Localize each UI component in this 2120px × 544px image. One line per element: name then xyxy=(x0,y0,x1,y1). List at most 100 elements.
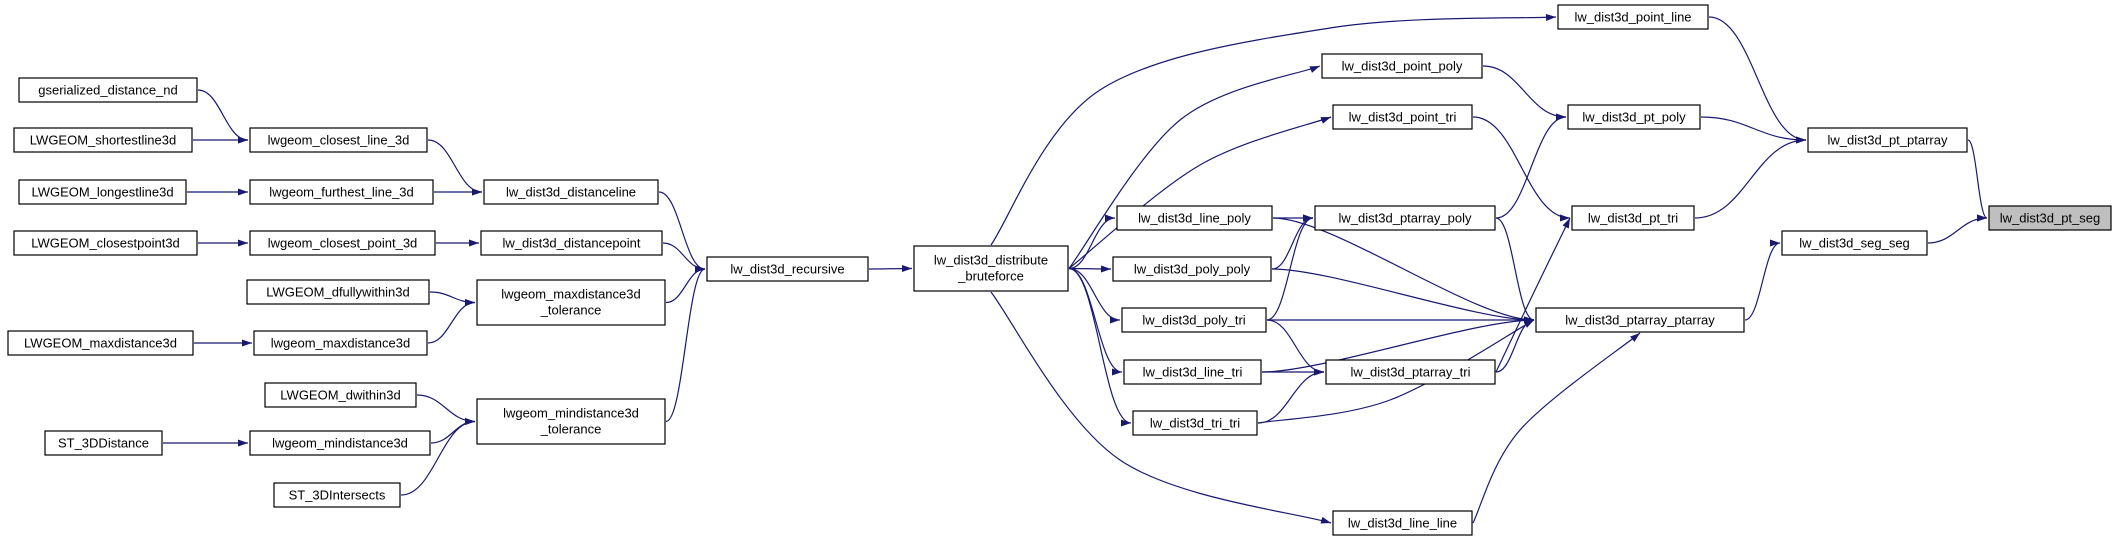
edge-lw_dist3d_distribute_bruteforce--lw_dist3d_line_line xyxy=(990,291,1332,524)
node-box[interactable] xyxy=(913,245,1069,292)
node-lw_dist3d_pt_seg: lw_dist3d_pt_seg xyxy=(1988,205,2112,231)
node-box[interactable] xyxy=(13,127,193,153)
node-ST_3DIntersects[interactable]: ST_3DIntersects xyxy=(273,482,401,508)
node-box[interactable] xyxy=(1781,230,1928,256)
node-label: ST_3DIntersects xyxy=(289,488,386,503)
node-label: ST_3DDistance xyxy=(58,436,149,451)
node-lw_dist3d_poly_poly[interactable]: lw_dist3d_poly_poly xyxy=(1112,256,1272,282)
node-label: lw_dist3d_line_poly xyxy=(1138,211,1251,226)
node-box[interactable] xyxy=(706,256,869,282)
edge-lw_dist3d_distribute_bruteforce--lw_dist3d_line_poly xyxy=(1068,214,1116,270)
node-lwgeom_mindistance3d_tolerance[interactable]: lwgeom_mindistance3d_tolerance xyxy=(476,398,666,445)
node-box[interactable] xyxy=(253,330,428,356)
node-box[interactable] xyxy=(1116,205,1273,231)
node-gserialized_distance_nd[interactable]: gserialized_distance_nd xyxy=(18,77,198,103)
node-box[interactable] xyxy=(18,179,187,205)
node-lwgeom_maxdistance3d_tolerance[interactable]: lwgeom_maxdistance3d_tolerance xyxy=(476,279,666,326)
edge-lw_dist3d_poly_tri--lw_dist3d_ptarray_tri xyxy=(1266,319,1325,376)
edge-lw_dist3d_line_line--lw_dist3d_ptarray_ptarray xyxy=(1472,332,1641,524)
edge-lw_dist3d_distribute_bruteforce--lw_dist3d_point_line xyxy=(990,13,1557,246)
node-label: lw_dist3d_recursive xyxy=(730,262,844,277)
node-label: lw_dist3d_distancepoint xyxy=(502,236,640,251)
node-lw_dist3d_pt_tri[interactable]: lw_dist3d_pt_tri xyxy=(1571,205,1695,231)
node-lw_dist3d_line_line[interactable]: lw_dist3d_line_line xyxy=(1332,510,1473,536)
node-box[interactable] xyxy=(480,230,663,256)
node-lwgeom_maxdistance3d[interactable]: lwgeom_maxdistance3d xyxy=(253,330,428,356)
node-LWGEOM_closestpoint3d[interactable]: LWGEOM_closestpoint3d xyxy=(13,230,198,256)
node-box[interactable] xyxy=(273,482,401,508)
node-lw_dist3d_tri_tri[interactable]: lw_dist3d_tri_tri xyxy=(1132,410,1258,436)
node-box[interactable] xyxy=(246,279,430,305)
node-label: lw_dist3d_point_tri xyxy=(1349,110,1457,125)
edge-lw_dist3d_recursive--lw_dist3d_distribute_bruteforce xyxy=(868,265,913,273)
node-LWGEOM_dwithin3d[interactable]: LWGEOM_dwithin3d xyxy=(264,382,417,408)
node-ST_3DDistance[interactable]: ST_3DDistance xyxy=(44,430,163,456)
node-box[interactable] xyxy=(1325,359,1496,385)
node-lw_dist3d_point_tri[interactable]: lw_dist3d_point_tri xyxy=(1332,104,1473,130)
node-label: lwgeom_furthest_line_3d xyxy=(269,185,414,200)
node-box[interactable] xyxy=(476,279,666,326)
node-box xyxy=(1988,205,2112,231)
edge-ST_3DIntersects--lwgeom_mindistance3d_tolerance xyxy=(400,418,476,496)
node-lwgeom_closest_point_3d[interactable]: lwgeom_closest_point_3d xyxy=(249,230,436,256)
node-lw_dist3d_point_line[interactable]: lw_dist3d_point_line xyxy=(1557,4,1709,30)
edge-lw_dist3d_pt_ptarray--lw_dist3d_pt_seg xyxy=(1967,139,1988,222)
node-box[interactable] xyxy=(249,430,431,456)
node-lw_dist3d_recursive[interactable]: lw_dist3d_recursive xyxy=(706,256,869,282)
node-lw_dist3d_point_poly[interactable]: lw_dist3d_point_poly xyxy=(1321,53,1483,79)
node-lw_dist3d_ptarray_ptarray[interactable]: lw_dist3d_ptarray_ptarray xyxy=(1535,307,1745,333)
node-label: LWGEOM_longestline3d xyxy=(31,185,173,200)
node-box[interactable] xyxy=(483,179,659,205)
node-label: LWGEOM_maxdistance3d xyxy=(24,336,177,351)
node-label: lw_dist3d_distribute_bruteforce xyxy=(934,253,1048,284)
node-lw_dist3d_line_poly[interactable]: lw_dist3d_line_poly xyxy=(1116,205,1273,231)
node-lw_dist3d_ptarray_tri[interactable]: lw_dist3d_ptarray_tri xyxy=(1325,359,1496,385)
edge-lw_dist3d_ptarray_poly--lw_dist3d_ptarray_ptarray xyxy=(1495,217,1535,324)
node-lw_dist3d_ptarray_poly[interactable]: lw_dist3d_ptarray_poly xyxy=(1314,205,1496,231)
node-box[interactable] xyxy=(1121,307,1267,333)
node-LWGEOM_maxdistance3d[interactable]: LWGEOM_maxdistance3d xyxy=(7,330,194,356)
node-lw_dist3d_pt_poly[interactable]: lw_dist3d_pt_poly xyxy=(1567,104,1701,130)
node-lwgeom_furthest_line_3d[interactable]: lwgeom_furthest_line_3d xyxy=(249,179,434,205)
node-box[interactable] xyxy=(1807,127,1968,153)
node-lwgeom_closest_line_3d[interactable]: lwgeom_closest_line_3d xyxy=(249,127,428,153)
node-lw_dist3d_line_tri[interactable]: lw_dist3d_line_tri xyxy=(1123,359,1262,385)
node-label: lw_dist3d_ptarray_poly xyxy=(1339,211,1472,226)
node-lw_dist3d_distanceline[interactable]: lw_dist3d_distanceline xyxy=(483,179,659,205)
node-box[interactable] xyxy=(1321,53,1483,79)
node-label: lwgeom_maxdistance3d_tolerance xyxy=(501,287,640,318)
node-label: lwgeom_closest_point_3d xyxy=(268,236,418,251)
node-box[interactable] xyxy=(1332,510,1473,536)
node-box[interactable] xyxy=(1332,104,1473,130)
node-lwgeom_mindistance3d[interactable]: lwgeom_mindistance3d xyxy=(249,430,431,456)
node-box[interactable] xyxy=(1123,359,1262,385)
node-box[interactable] xyxy=(44,430,163,456)
node-box[interactable] xyxy=(249,179,434,205)
node-lw_dist3d_distancepoint[interactable]: lw_dist3d_distancepoint xyxy=(480,230,663,256)
node-box[interactable] xyxy=(1571,205,1695,231)
node-box[interactable] xyxy=(476,398,666,445)
node-box[interactable] xyxy=(264,382,417,408)
node-box[interactable] xyxy=(1112,256,1272,282)
node-LWGEOM_dfullywithin3d[interactable]: LWGEOM_dfullywithin3d xyxy=(246,279,430,305)
node-box[interactable] xyxy=(13,230,198,256)
node-label: lw_dist3d_line_line xyxy=(1348,516,1457,531)
node-box[interactable] xyxy=(1132,410,1258,436)
node-lw_dist3d_seg_seg[interactable]: lw_dist3d_seg_seg xyxy=(1781,230,1928,256)
node-LWGEOM_longestline3d[interactable]: LWGEOM_longestline3d xyxy=(18,179,187,205)
node-lw_dist3d_poly_tri[interactable]: lw_dist3d_poly_tri xyxy=(1121,307,1267,333)
node-box[interactable] xyxy=(18,77,198,103)
node-lw_dist3d_pt_ptarray[interactable]: lw_dist3d_pt_ptarray xyxy=(1807,127,1968,153)
node-box[interactable] xyxy=(249,230,436,256)
node-label: lw_dist3d_poly_poly xyxy=(1134,262,1251,277)
node-label: lw_dist3d_distanceline xyxy=(506,185,636,200)
node-box[interactable] xyxy=(1567,104,1701,130)
node-box[interactable] xyxy=(1557,4,1709,30)
node-box[interactable] xyxy=(249,127,428,153)
node-lw_dist3d_distribute_bruteforce[interactable]: lw_dist3d_distribute_bruteforce xyxy=(913,245,1069,292)
node-box[interactable] xyxy=(1535,307,1745,333)
node-box[interactable] xyxy=(7,330,194,356)
node-box[interactable] xyxy=(1314,205,1496,231)
node-LWGEOM_shortestline3d[interactable]: LWGEOM_shortestline3d xyxy=(13,127,193,153)
edge-lw_dist3d_tri_tri--lw_dist3d_ptarray_ptarray xyxy=(1257,319,1535,424)
